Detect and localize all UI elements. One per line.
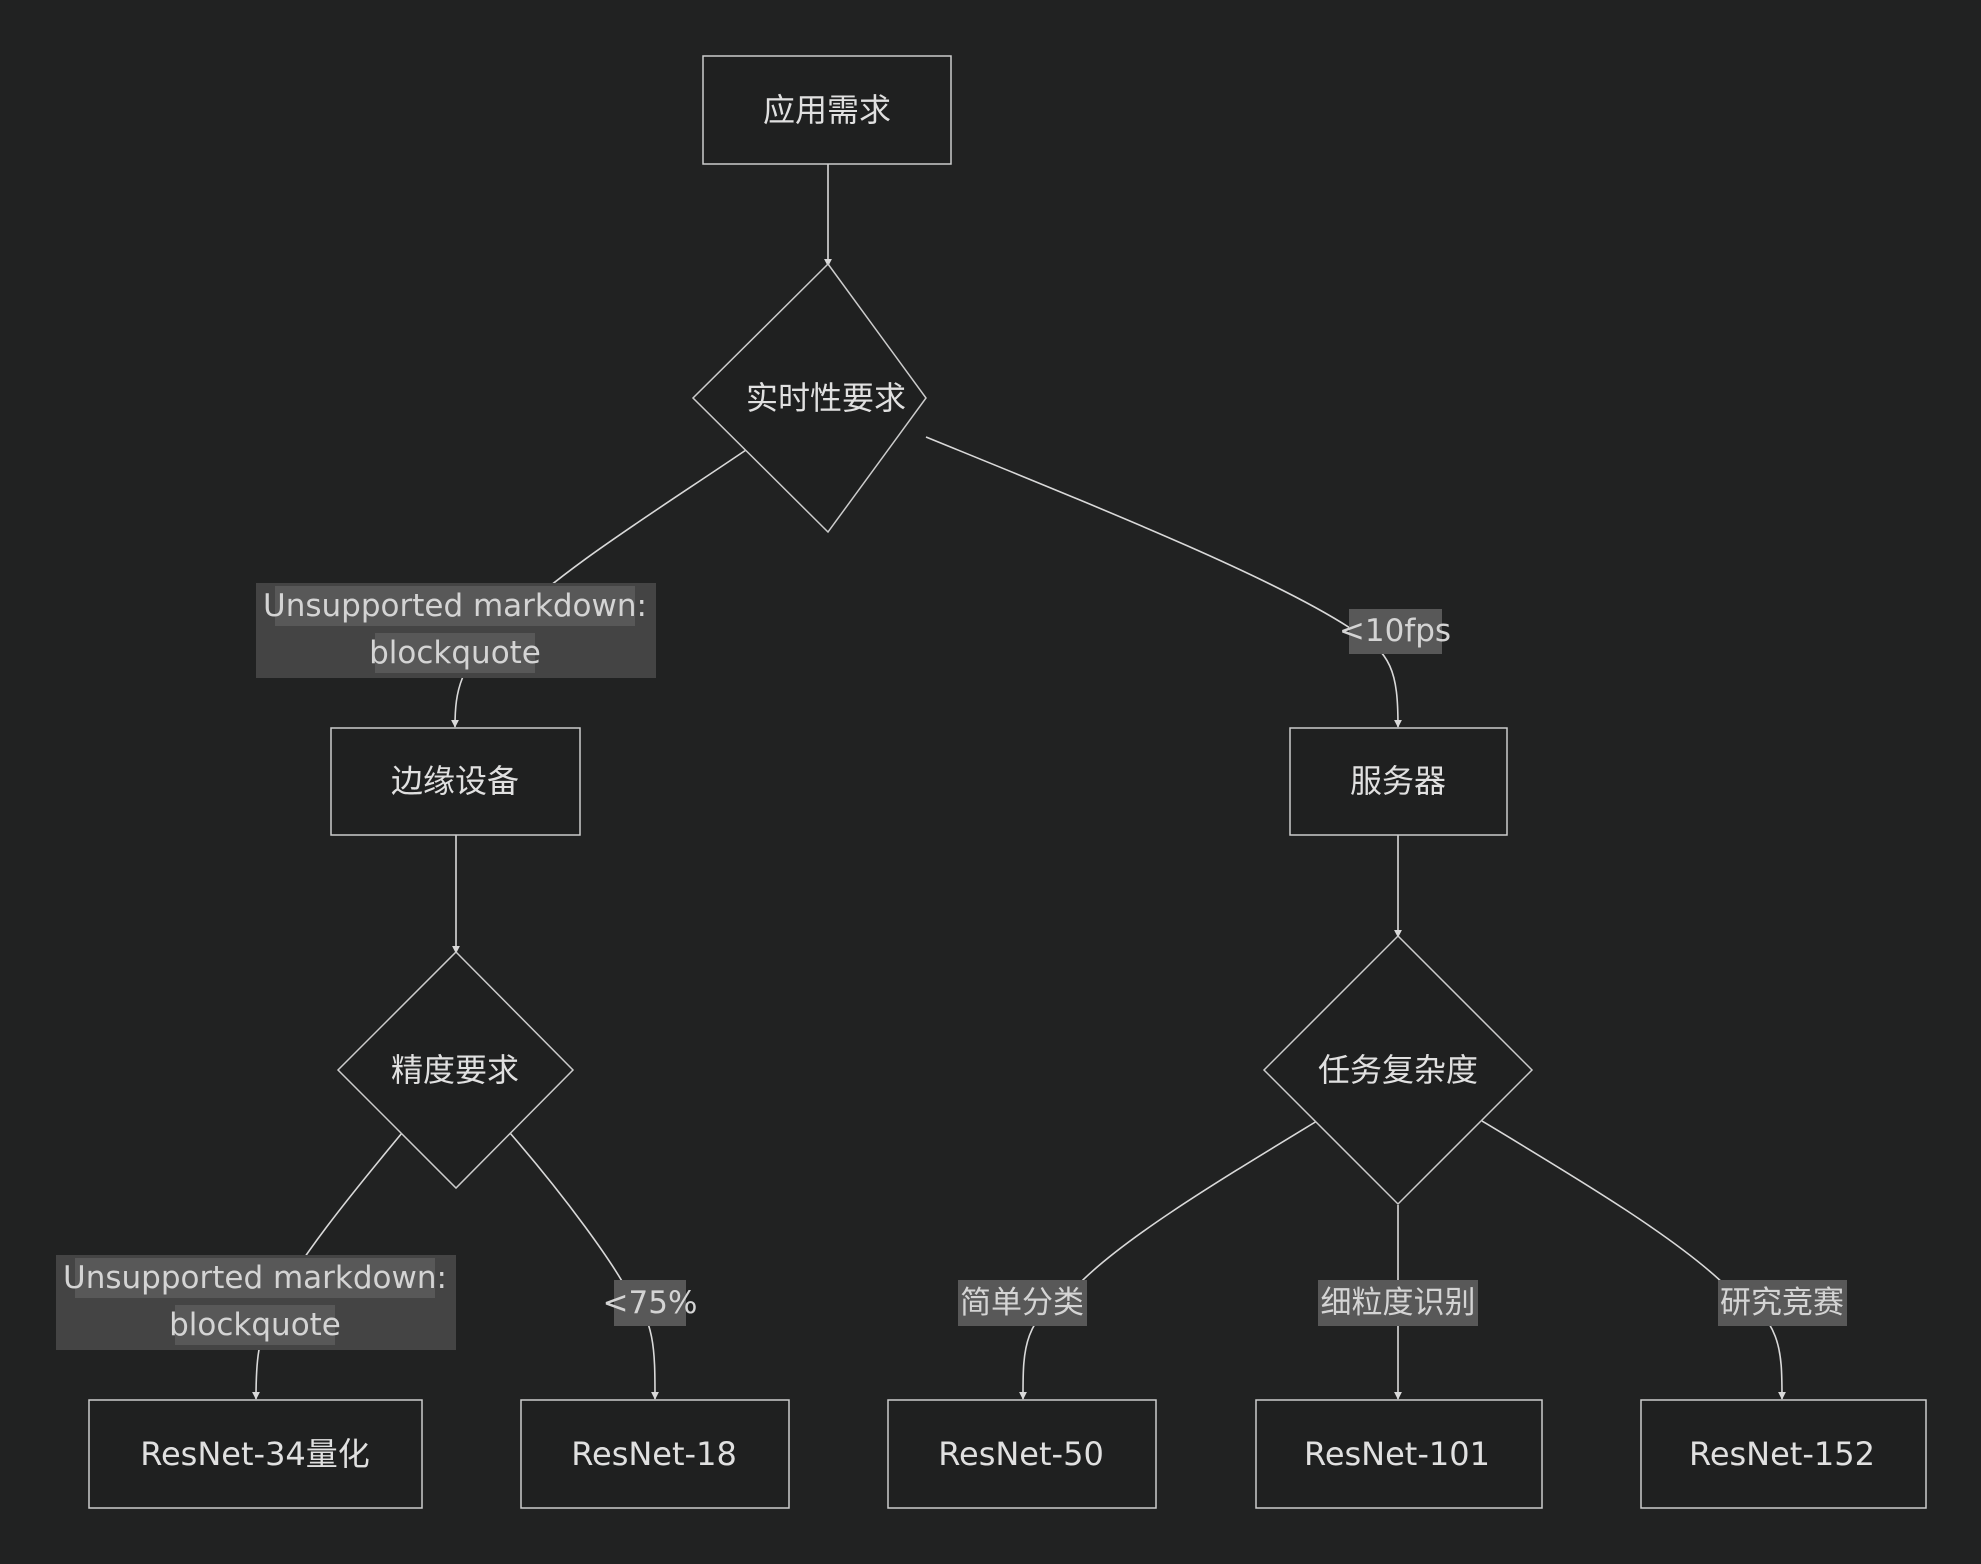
edge-complexity-to-r152	[1481, 1120, 1786, 1400]
node-edge-device-label: 边缘设备	[391, 762, 519, 800]
node-resnet34-quantized-label: ResNet-34量化	[140, 1435, 370, 1473]
edge-realtime-to-server	[925, 436, 1402, 728]
edge-label-accuracy-to-r34q-line1: Unsupported markdown:	[63, 1260, 447, 1296]
edge-label-realtime-to-edge-line1: Unsupported markdown:	[263, 588, 647, 624]
edge-label-accuracy-to-r18: <75%	[603, 1280, 698, 1326]
edge-label-complexity-to-r152-text: 研究竞赛	[1720, 1285, 1844, 1321]
node-app-requirement-label: 应用需求	[763, 91, 891, 129]
decision-accuracy-label: 精度要求	[391, 1051, 519, 1089]
decision-complexity: 任务复杂度	[1262, 934, 1534, 1206]
edge-label-complexity-to-r101-text: 细粒度识别	[1321, 1285, 1476, 1321]
edge-label-realtime-to-server-text: <10fps	[1339, 613, 1451, 649]
edge-label-complexity-to-r50-text: 简单分类	[960, 1285, 1084, 1321]
node-resnet101-label: ResNet-101	[1304, 1435, 1490, 1473]
edge-accuracy-to-r18	[509, 1132, 659, 1400]
decision-complexity-label: 任务复杂度	[1318, 1051, 1478, 1089]
node-resnet152-label: ResNet-152	[1689, 1435, 1875, 1473]
node-app-requirement: 应用需求	[702, 55, 952, 165]
edge-label-complexity-to-r50: 简单分类	[958, 1280, 1087, 1326]
edge-label-accuracy-to-r18-text: <75%	[603, 1285, 698, 1321]
edge-label-realtime-to-edge: Unsupported markdown: blockquote	[256, 583, 656, 678]
edge-label-accuracy-to-r34q: Unsupported markdown: blockquote	[56, 1255, 456, 1350]
node-resnet101: ResNet-101	[1255, 1399, 1543, 1509]
node-resnet18-label: ResNet-18	[571, 1435, 737, 1473]
decision-accuracy: 精度要求	[336, 950, 575, 1190]
edge-label-realtime-to-edge-line2: blockquote	[369, 635, 541, 671]
node-edge-device: 边缘设备	[330, 727, 581, 836]
edge-complexity-to-r50	[1018, 1120, 1318, 1400]
node-server-label: 服务器	[1350, 762, 1446, 800]
edge-label-complexity-to-r101: 细粒度识别	[1318, 1280, 1478, 1326]
edge-label-complexity-to-r152: 研究竞赛	[1718, 1280, 1847, 1326]
decision-realtime-label: 实时性要求	[746, 379, 906, 417]
node-resnet18: ResNet-18	[520, 1399, 790, 1509]
node-server: 服务器	[1289, 727, 1508, 836]
node-resnet152: ResNet-152	[1640, 1399, 1927, 1509]
decision-realtime: 实时性要求	[691, 262, 927, 534]
node-resnet50-label: ResNet-50	[938, 1435, 1104, 1473]
node-resnet50: ResNet-50	[887, 1399, 1157, 1509]
edge-label-realtime-to-server: <10fps	[1339, 609, 1451, 654]
edge-label-accuracy-to-r34q-line2: blockquote	[169, 1307, 341, 1343]
node-resnet34-quantized: ResNet-34量化	[88, 1399, 423, 1509]
